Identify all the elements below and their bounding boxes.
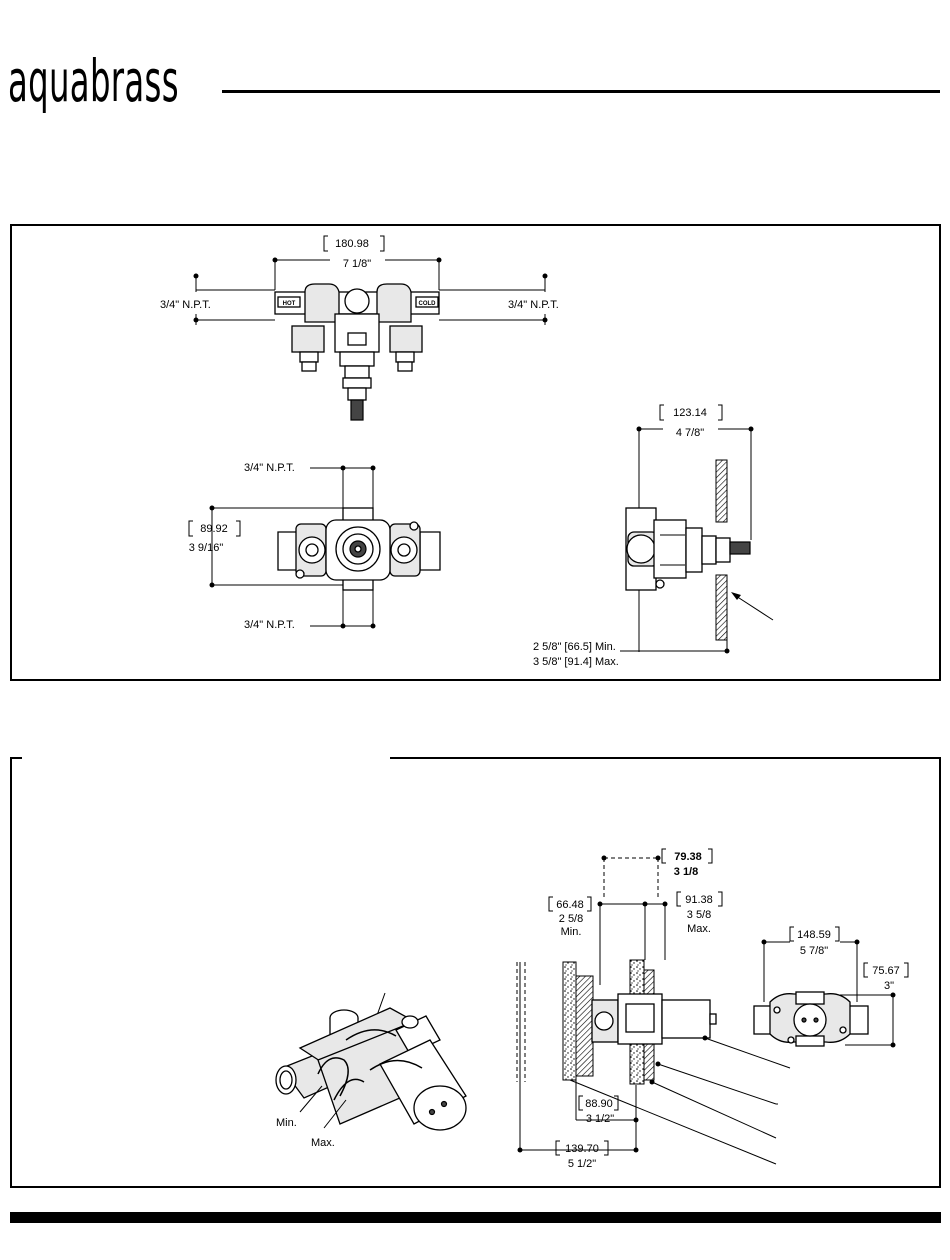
section-min-word: Min. — [561, 926, 582, 938]
section-top-in: 3 1/8 — [674, 866, 698, 878]
iso-max-label: Max. — [311, 1137, 335, 1149]
section-max-mm: 91.38 — [685, 894, 713, 906]
section-min-mm: 66.48 — [556, 899, 584, 911]
cold-tag: COLD — [419, 301, 437, 307]
section-a-in: 3 1/2" — [586, 1113, 614, 1125]
side-max-label: 3 5/8" [91.4] Max. — [533, 656, 619, 668]
valve-top-view: 180.98 7 1/8" 3/4" N.P.T. 3/4" N.P.T. HO… — [160, 236, 559, 420]
valve-side-view: 123.14 4 7/8" — [533, 405, 773, 668]
side-depth-mm: 123.14 — [673, 407, 707, 419]
top-right-port-label: 3/4" N.P.T. — [508, 299, 559, 311]
plan-height-mm: 75.67 — [872, 965, 900, 977]
valve-isometric-view: Min. Max. — [276, 993, 466, 1149]
section-min-in: 2 5/8 — [559, 913, 583, 925]
front-height-in: 3 9/16" — [189, 542, 224, 554]
side-min-label: 2 5/8" [66.5] Min. — [533, 641, 616, 653]
side-depth-in: 4 7/8" — [676, 427, 704, 439]
section-max-in: 3 5/8 — [687, 909, 711, 921]
plan-width-in: 5 7/8" — [800, 945, 828, 957]
front-top-port-label: 3/4" N.P.T. — [244, 462, 295, 474]
valve-plan-view: 148.59 5 7/8" 75.67 3" — [754, 927, 908, 1048]
top-left-port-label: 3/4" N.P.T. — [160, 299, 211, 311]
plan-width-mm: 148.59 — [797, 929, 831, 941]
section-b-in: 5 1/2" — [568, 1158, 596, 1170]
hot-tag: HOT — [283, 301, 296, 307]
front-height-mm: 89.92 — [200, 523, 228, 535]
plan-height-in: 3" — [884, 980, 894, 992]
iso-min-label: Min. — [276, 1117, 297, 1129]
section-top-mm: 79.38 — [674, 851, 702, 863]
section-a-mm: 88.90 — [585, 1098, 613, 1110]
section-max-word: Max. — [687, 923, 711, 935]
top-width-in: 7 1/8" — [343, 258, 371, 270]
top-width-mm: 180.98 — [335, 238, 369, 250]
valve-front-view: 3/4" N.P.T. 3/4" N.P.T. 89.92 3 9/16" — [189, 462, 440, 631]
front-bottom-port-label: 3/4" N.P.T. — [244, 619, 295, 631]
valve-section-view: 79.38 3 1/8 66.48 2 5/8 Min. 91.38 3 5/8… — [517, 849, 790, 1170]
section-b-mm: 139.70 — [565, 1143, 599, 1155]
